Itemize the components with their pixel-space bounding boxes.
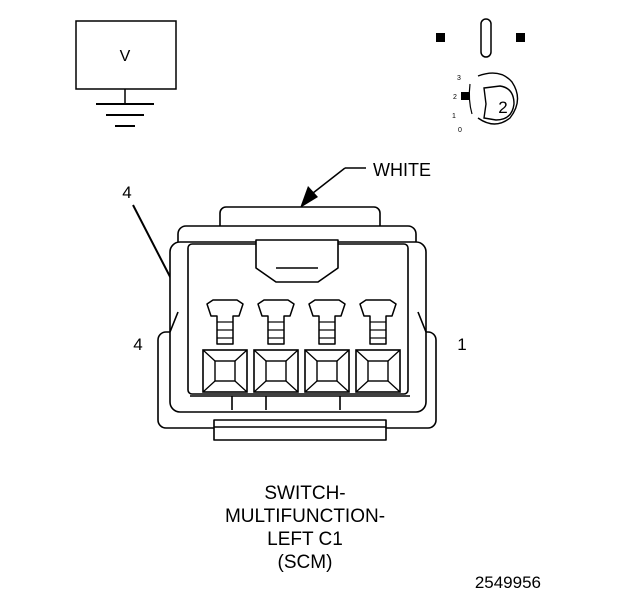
- caption: SWITCH- MULTIFUNCTION- LEFT C1 (SCM): [180, 482, 430, 574]
- figure-id: 2549956: [475, 573, 541, 592]
- caption-line-2: MULTIFUNCTION-: [224, 506, 386, 527]
- connector-body: [157, 206, 437, 441]
- indicator-scale-2: 2: [453, 94, 457, 101]
- cavity: [253, 349, 299, 393]
- caption-line-1: SWITCH-: [264, 483, 346, 504]
- side-label-right: 1: [457, 335, 466, 354]
- indicator-icon: [436, 18, 525, 125]
- indicator-scale-3: 3: [457, 75, 461, 82]
- cavity-latch: [359, 299, 397, 345]
- cavity: [202, 349, 248, 393]
- indicator-scale-1: 1: [452, 113, 456, 120]
- cavity-latch: [308, 299, 346, 345]
- cavity: [355, 349, 401, 393]
- wire-color-label: WHITE: [373, 160, 431, 180]
- cavity-row: [202, 299, 401, 393]
- caption-line-4: (SCM): [277, 552, 333, 573]
- cavity: [304, 349, 350, 393]
- pin-callout-number: 4: [122, 183, 131, 202]
- voltmeter-symbol: [75, 20, 177, 127]
- cavity-latch: [206, 299, 244, 345]
- cavity-latch: [257, 299, 295, 345]
- wire-color-arrow: [300, 167, 366, 208]
- indicator-selected-number: 2: [498, 98, 507, 117]
- side-label-left: 4: [133, 335, 142, 354]
- voltmeter-label: V: [120, 48, 131, 65]
- caption-line-3: LEFT C1: [267, 529, 343, 550]
- indicator-scale-0: 0: [458, 127, 462, 134]
